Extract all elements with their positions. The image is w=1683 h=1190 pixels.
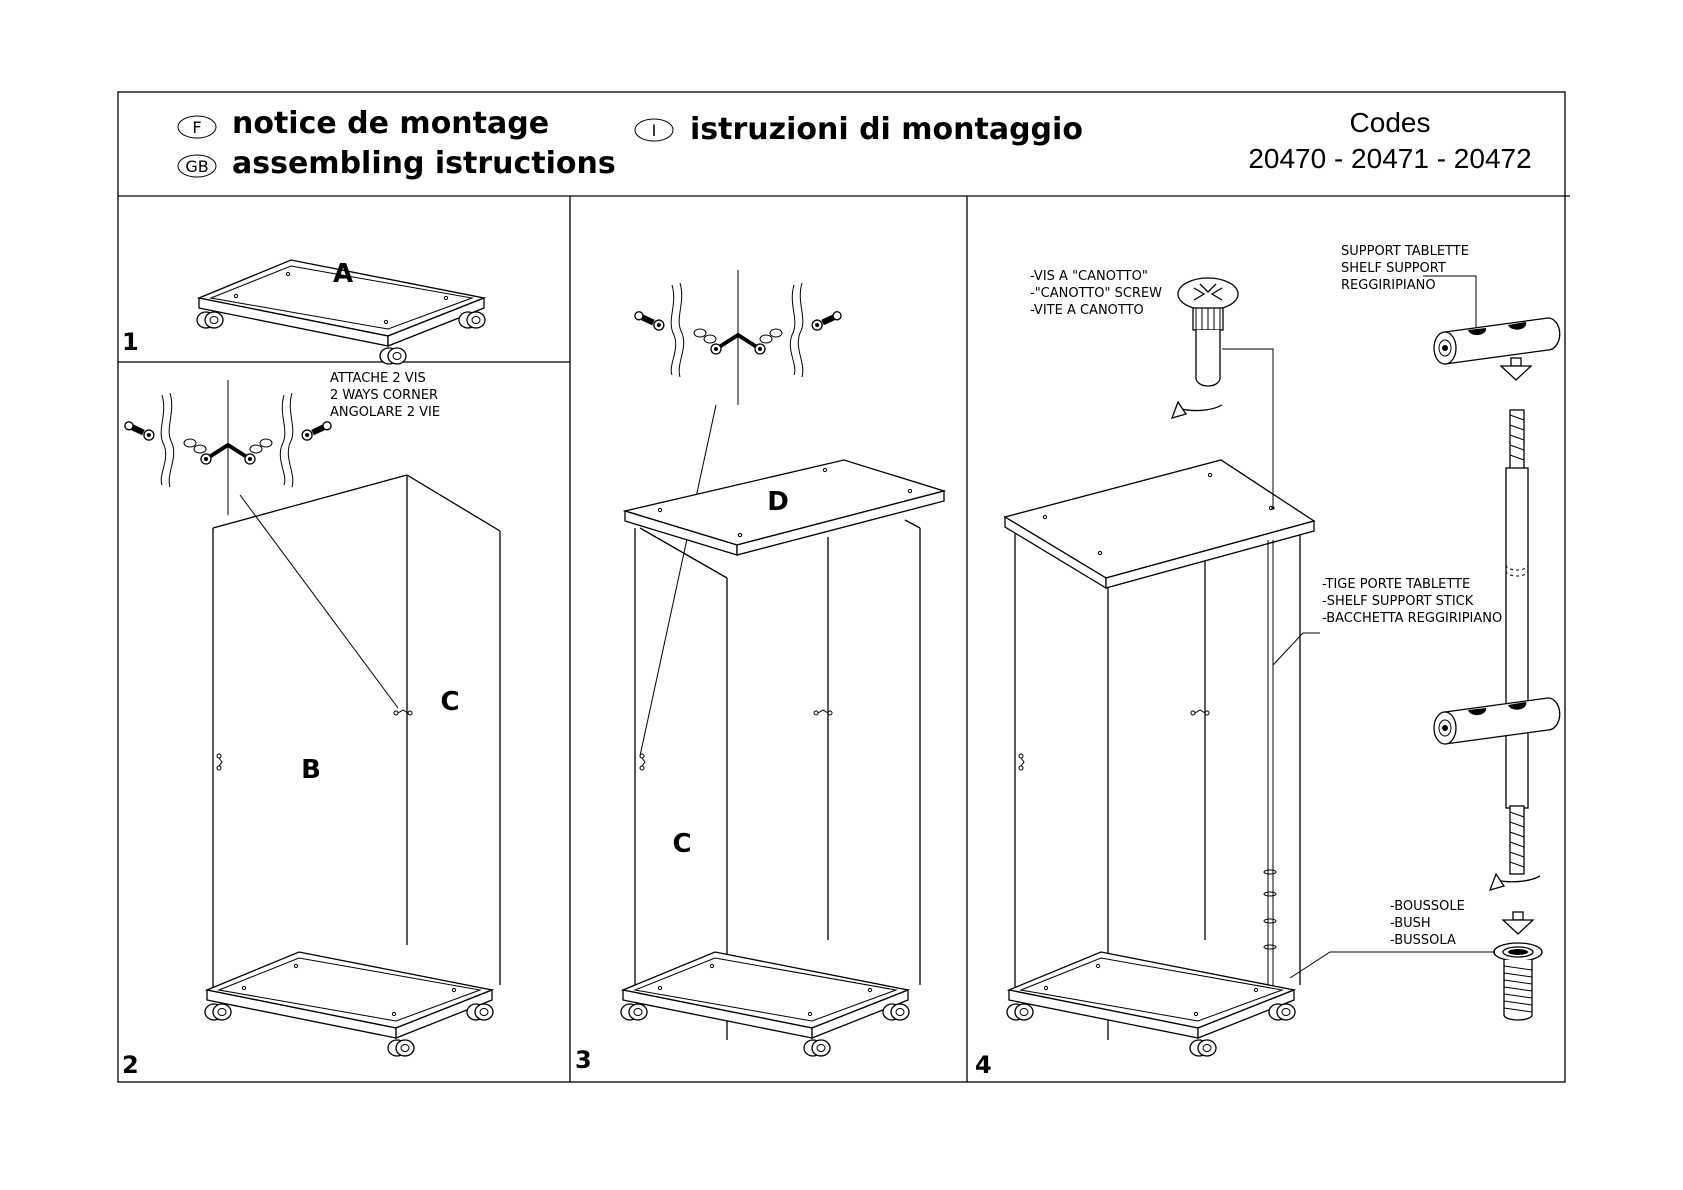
base-tray-illustration [1007, 952, 1295, 1056]
step-number-2: 2 [122, 1051, 139, 1079]
title-english: assembling istructions [232, 146, 616, 181]
cabinet-sides-illustration [212, 474, 501, 990]
screw-callout-line-2: -"CANOTTO" SCREW [1030, 286, 1162, 301]
canotto-screw-detail [1170, 277, 1275, 510]
part-label-c: C [440, 687, 459, 717]
support-callout-line-1: SUPPORT TABLETTE [1341, 244, 1469, 259]
stick-callout-line-3: -BACCHETTA REGGIRIPIANO [1322, 611, 1502, 626]
part-label-d: D [767, 487, 789, 517]
screw-callout-line-3: -VITE A CANOTTO [1030, 303, 1144, 318]
step-number-4: 4 [975, 1051, 992, 1079]
header: F notice de montage GB assembling istruc… [177, 106, 1532, 181]
bush-detail [1289, 942, 1543, 1021]
callout-line-2: 2 WAYS CORNER [330, 388, 438, 403]
title-italian: istruzioni di montaggio [690, 112, 1083, 147]
stick-callout-line-1: -TIGE PORTE TABLETTE [1322, 577, 1470, 592]
base-tray-illustration [205, 952, 493, 1056]
callout-line-3: ANGOLARE 2 VIE [330, 405, 440, 420]
codes-value: 20470 - 20471 - 20472 [1248, 143, 1531, 174]
step-4-panel: -VIS A "CANOTTO" -"CANOTTO" SCREW -VITE … [975, 244, 1561, 1079]
support-callout-line-2: SHELF SUPPORT [1341, 261, 1446, 276]
step-1-panel: A 1 [122, 259, 485, 364]
support-callout-line-3: REGGIRIPIANO [1341, 278, 1436, 293]
language-badge-i: I [634, 118, 674, 142]
shelf-support-detail: SUPPORT TABLETTE SHELF SUPPORT REGGIRIPI… [1341, 244, 1561, 935]
svg-text:GB: GB [185, 157, 208, 176]
connector-detail-illustration [631, 268, 845, 407]
step-number-3: 3 [575, 1046, 592, 1074]
connector-detail-illustration [121, 378, 335, 517]
sheet-frame [117, 91, 1570, 1083]
assembled-cabinet-illustration [1003, 459, 1316, 1040]
screw-callout-line-1: -VIS A "CANOTTO" [1030, 269, 1148, 284]
codes-title: Codes [1350, 107, 1431, 138]
cabinet-top-illustration [622, 404, 947, 1040]
bush-callout-line-2: -BUSH [1390, 916, 1431, 931]
svg-text:I: I [652, 121, 657, 140]
bush-callout-line-3: -BUSSOLA [1390, 933, 1456, 948]
part-label-a: A [333, 259, 353, 289]
step-number-1: 1 [122, 328, 139, 356]
step-2-panel: ATTACHE 2 VIS 2 WAYS CORNER ANGOLARE 2 V… [121, 371, 501, 1079]
language-badge-gb: GB [177, 154, 217, 178]
svg-text:F: F [192, 118, 201, 137]
bush-callout-line-1: -BOUSSOLE [1390, 899, 1465, 914]
callout-line-1: ATTACHE 2 VIS [330, 371, 426, 386]
title-french: notice de montage [232, 106, 549, 141]
part-label-b: B [301, 755, 321, 785]
part-label-c: C [672, 829, 691, 859]
stick-callout-line-2: -SHELF SUPPORT STICK [1322, 594, 1474, 609]
step-3-panel: D C 3 [575, 268, 947, 1074]
base-tray-illustration [621, 952, 909, 1056]
language-badge-f: F [177, 115, 217, 139]
